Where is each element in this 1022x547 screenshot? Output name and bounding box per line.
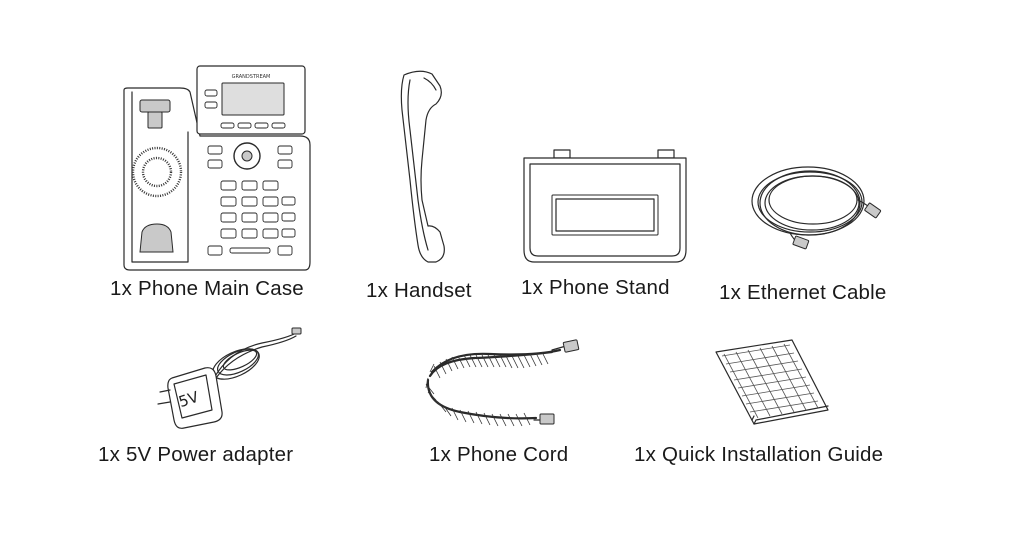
item-label: 1x Handset: [366, 279, 472, 302]
desk-phone-icon: GRANDSTREAM: [118, 62, 318, 272]
guide-booklet-icon: [712, 336, 832, 428]
item-label: 1x Ethernet Cable: [719, 281, 887, 304]
item-label: 1x Phone Cord: [429, 443, 569, 466]
coiled-phone-cord-icon: [420, 338, 580, 438]
voltage-marking: 5V: [176, 388, 201, 411]
phone-stand-icon: [518, 148, 693, 266]
item-label: 1x Phone Main Case: [110, 277, 304, 300]
power-adapter-icon: 5V: [148, 326, 308, 436]
ethernet-cable-icon: [742, 160, 902, 260]
item-label: 1x 5V Power adapter: [98, 443, 294, 466]
svg-text:GRANDSTREAM: GRANDSTREAM: [232, 74, 271, 80]
handset-icon: [395, 68, 450, 268]
item-label: 1x Quick Installation Guide: [634, 443, 884, 466]
item-label: 1x Phone Stand: [521, 276, 670, 299]
